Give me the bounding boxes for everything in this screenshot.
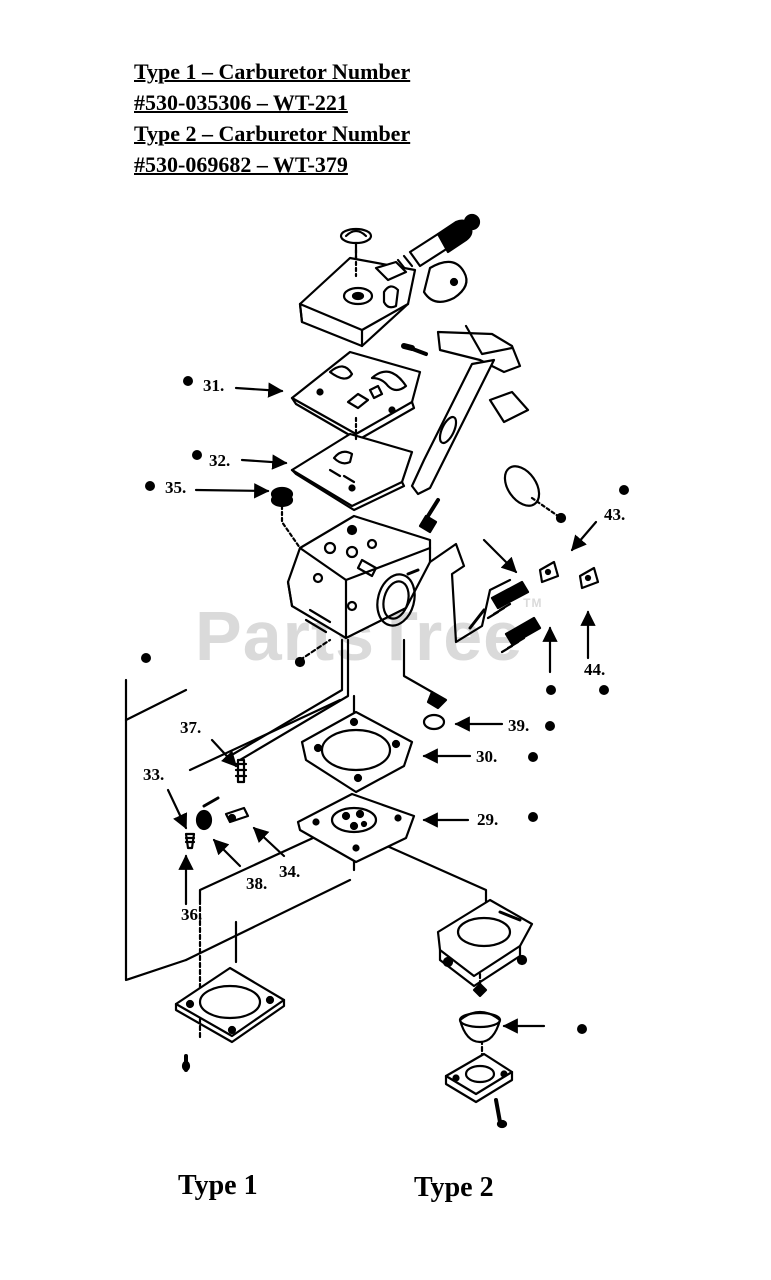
callout-arrows [166,382,598,1034]
type2-heading: Type 2 – Carburetor Number [134,121,411,146]
callout-34: 34. [279,862,301,881]
plug-35 [270,486,302,550]
callout-39: 39. [508,716,530,735]
type1-part-number: #530-035306 – WT-221 [134,90,348,115]
type2-label: Type 2 [414,1172,494,1203]
type1-label: Type 1 [178,1170,258,1201]
callout-38: 38. [246,874,268,893]
callout-35: 35. [165,478,187,497]
type1-bottom-cover [174,966,286,1072]
callout-37: 37. [180,718,202,737]
primer-retainer [444,1052,514,1129]
type2-part-number: #530-069682 – WT-379 [134,152,348,177]
primer-bulb [458,982,502,1044]
gasket-30 [300,710,414,794]
pump-gasket-31 [290,350,422,442]
callout-dots [141,376,629,1034]
callout-43: 43. [604,505,626,524]
callout-36: 36. [181,905,203,924]
assembly-guide-lines [124,638,488,1062]
callout-32: 32. [209,451,231,470]
type1-heading: Type 1 – Carburetor Number [134,59,411,84]
diagram-title-block: Type 1 – Carburetor Number #530-035306 –… [134,56,410,180]
callout-33: 33. [143,765,165,784]
callout-31: 31. [203,376,225,395]
throttle-shaft-assembly [401,260,567,534]
pump-cover [298,248,417,348]
pump-diaphragm-32 [290,416,414,512]
metering-diaphragm-29 [296,792,416,864]
callout-44: 44. [584,660,606,679]
adjusting-needles [428,542,600,654]
metering-lever-parts [184,758,250,850]
fuel-inlet-fitting [390,213,481,277]
carburetor-body [286,514,432,640]
type2-cover-assembly [436,898,534,988]
part-39 [422,690,448,731]
callout-29: 29. [477,810,499,829]
callout-30: 30. [476,747,498,766]
